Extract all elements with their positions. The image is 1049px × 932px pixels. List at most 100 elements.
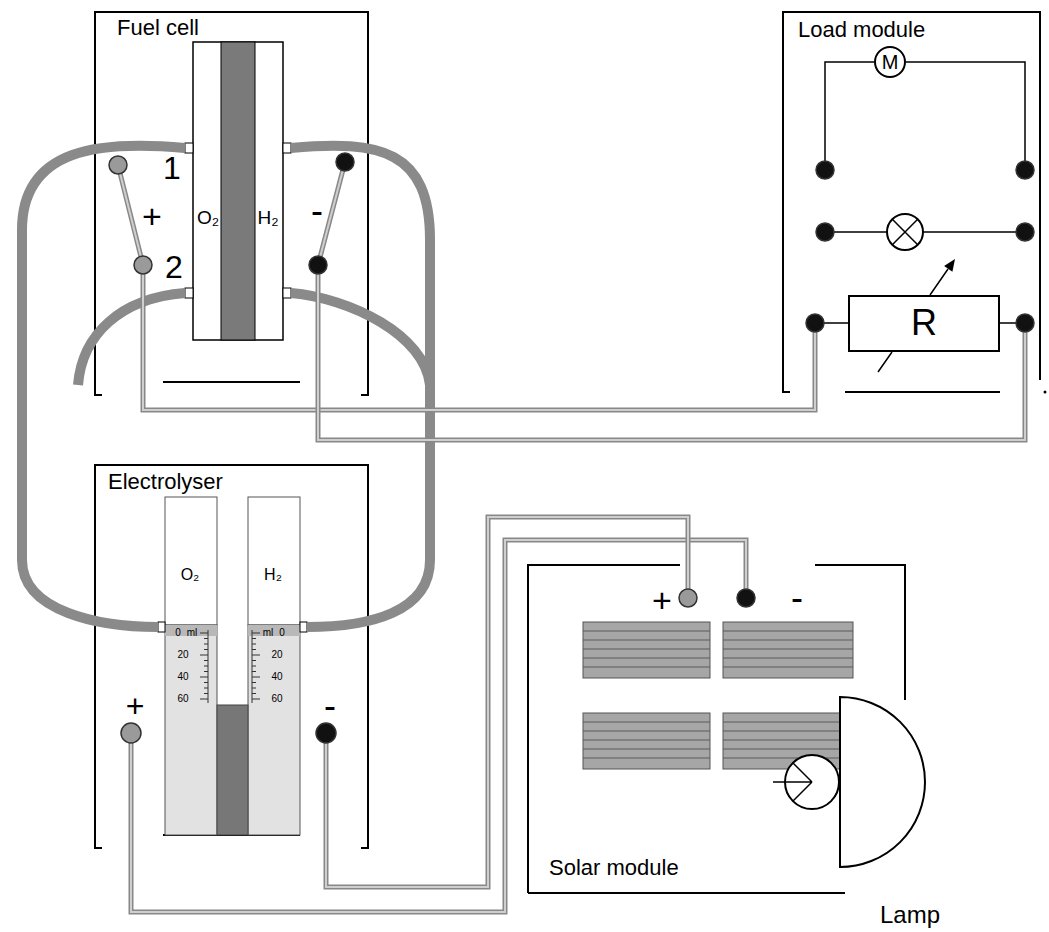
component-label: 2 xyxy=(165,251,183,283)
component-label: - xyxy=(324,688,336,724)
module-title: Load module xyxy=(798,19,925,41)
electrode-block xyxy=(217,705,248,835)
panel-stripes xyxy=(583,722,710,758)
wire-path xyxy=(143,265,815,410)
gas-tube xyxy=(291,146,430,627)
module-frames xyxy=(95,12,1040,893)
motor-wire xyxy=(825,62,1025,170)
lamp-housing xyxy=(840,697,925,867)
scale-ticks xyxy=(200,630,208,703)
wire-path xyxy=(318,265,1025,440)
membrane xyxy=(221,42,255,340)
lamp-rays xyxy=(773,763,812,801)
component-label: ml xyxy=(263,628,274,638)
tube-port xyxy=(185,288,193,298)
panel-stripes xyxy=(583,631,710,667)
terminal xyxy=(1016,223,1034,241)
connecting-wire xyxy=(318,265,1025,440)
load-module: Load moduleM R xyxy=(783,12,1043,392)
variable-arrowhead xyxy=(944,259,955,272)
component-label: H₂ xyxy=(257,208,278,227)
terminal xyxy=(1016,161,1034,179)
panel-stripes xyxy=(723,631,853,667)
component-label: 0 xyxy=(175,628,181,638)
component-label: ml xyxy=(187,628,198,638)
gas-tube xyxy=(22,146,185,627)
electrolyser-module: ElectrolyserO₂H₂0ml204060ml0204060+- xyxy=(95,465,368,848)
frame-dot xyxy=(1044,391,1047,394)
module-title: Solar module xyxy=(549,857,679,879)
wire-path xyxy=(326,517,688,887)
scale-ticks xyxy=(252,630,260,703)
wire-path xyxy=(131,540,746,912)
bulb-wire xyxy=(825,231,1025,233)
component-label: + xyxy=(652,583,672,617)
solar-panel xyxy=(583,713,710,769)
component-label: O₂ xyxy=(181,567,200,583)
terminal xyxy=(109,156,127,174)
component-label: 20 xyxy=(271,650,282,660)
terminal xyxy=(806,314,824,332)
component-label: 40 xyxy=(177,672,188,682)
module-frame xyxy=(783,12,1040,392)
terminal xyxy=(336,153,354,171)
component-label: H₂ xyxy=(264,567,282,583)
level-band xyxy=(248,625,300,636)
gas-cylinder xyxy=(248,497,300,625)
panel-stripes xyxy=(723,722,853,758)
terminal xyxy=(121,723,141,743)
terminal xyxy=(816,223,834,241)
part-label: Lamp xyxy=(880,903,940,927)
component-label: 60 xyxy=(177,694,188,704)
wire-path xyxy=(143,265,815,410)
component-label: 0 xyxy=(279,628,285,638)
terminal xyxy=(1016,314,1034,332)
component-label: + xyxy=(126,690,145,722)
drain-tube xyxy=(291,293,430,385)
wire-path xyxy=(318,265,1025,440)
component-label: 1 xyxy=(163,152,181,184)
tube-port xyxy=(185,143,193,153)
bulb-symbol xyxy=(887,214,923,250)
terminal xyxy=(816,161,834,179)
tube-ports xyxy=(185,143,291,298)
component-label: - xyxy=(791,580,803,616)
component-label: M xyxy=(882,52,899,72)
motor-symbol: M xyxy=(874,46,906,78)
terminal xyxy=(316,723,336,743)
terminal xyxy=(134,256,152,274)
water-column xyxy=(248,625,300,835)
module-frame xyxy=(95,12,368,395)
water-column xyxy=(165,625,217,835)
component-label: 40 xyxy=(271,672,282,682)
solar-panel xyxy=(583,622,710,678)
terminal xyxy=(309,256,327,274)
resistor-symbol: R xyxy=(848,295,1000,352)
solar-panel xyxy=(723,713,853,769)
component-label: R xyxy=(911,305,937,341)
module-title: Fuel cell xyxy=(117,17,199,39)
fuel-cell-plate xyxy=(193,42,283,340)
gas-cylinder xyxy=(165,497,217,625)
tube-path xyxy=(291,146,430,627)
solar-module: Solar module + - xyxy=(528,565,905,895)
component-label: - xyxy=(311,193,323,229)
jumper-wire xyxy=(118,165,143,265)
solar-panel xyxy=(723,622,853,678)
wire-path xyxy=(131,540,746,912)
component-label: + xyxy=(142,199,162,233)
tube-port xyxy=(300,622,307,632)
bulb-cross xyxy=(892,219,917,244)
tube-path xyxy=(22,146,185,627)
component-label: 60 xyxy=(271,694,282,704)
terminals xyxy=(109,153,1034,743)
solar-panels xyxy=(583,622,853,769)
module-title: Electrolyser xyxy=(108,471,223,493)
drain-tubes xyxy=(78,293,430,385)
tube-port xyxy=(158,622,165,632)
